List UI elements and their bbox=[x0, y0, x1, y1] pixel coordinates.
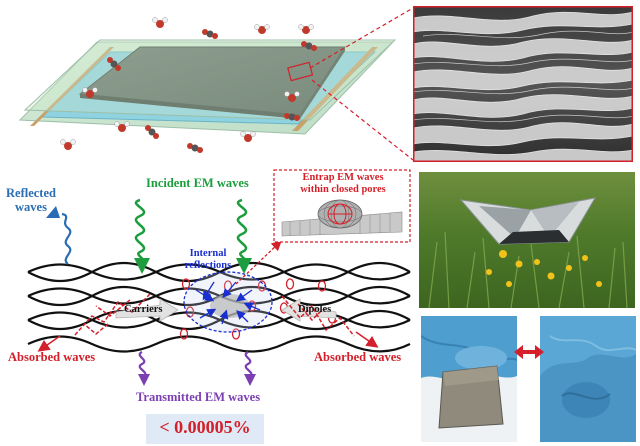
co2-molecule-icon bbox=[202, 29, 218, 39]
internal-reflections-label: Internal reflections bbox=[168, 248, 248, 272]
internal-reflection-arrows bbox=[195, 281, 261, 325]
co2-molecule-icon bbox=[187, 143, 203, 153]
absorbed-waves-left-label: Absorbed waves bbox=[8, 350, 96, 364]
water-molecule-icon bbox=[82, 87, 98, 98]
water-molecule-icon bbox=[298, 24, 314, 34]
water-molecule-icon bbox=[240, 131, 256, 142]
water-molecule-icon bbox=[60, 139, 76, 150]
absorbed-paths-left bbox=[73, 293, 151, 337]
incident-wave-right bbox=[236, 198, 248, 263]
top-plate bbox=[23, 39, 397, 121]
reflected-wave bbox=[61, 212, 72, 265]
crumpled-film-photo bbox=[540, 316, 636, 442]
mesh-pore-illustration bbox=[281, 199, 403, 237]
absorbed-paths-right bbox=[281, 295, 355, 337]
percentage-value: < 0.00005% bbox=[159, 417, 251, 437]
carriers-label: Carriers bbox=[124, 304, 163, 315]
internal-line-2: reflections bbox=[184, 260, 232, 271]
device-3d-illustration bbox=[18, 17, 397, 153]
carriers-arrow bbox=[115, 298, 179, 322]
red-double-arrow-icon bbox=[514, 345, 544, 359]
reflected-line-1: Reflected bbox=[6, 186, 56, 200]
water-molecule-icon bbox=[254, 24, 270, 34]
entrap-line-1: Entrap EM waves bbox=[302, 172, 384, 183]
entrap-label: Entrap EM waves within closed pores bbox=[283, 172, 403, 196]
percentage-box bbox=[146, 414, 264, 444]
dipoles-label: Dipoles bbox=[298, 304, 332, 315]
zoom-box bbox=[287, 61, 314, 82]
boat-on-grass-photo bbox=[419, 172, 635, 308]
folded-film-photo bbox=[421, 316, 517, 442]
sem-image bbox=[413, 6, 633, 162]
incident-em-waves-label: Incident EM waves bbox=[146, 176, 249, 190]
transmitted-wave-left bbox=[138, 351, 147, 377]
reflected-line-2: waves bbox=[15, 200, 47, 214]
transmitted-wave-right bbox=[244, 351, 253, 377]
reflected-waves-label: Reflected waves bbox=[6, 186, 56, 214]
water-molecule-icon bbox=[284, 91, 300, 102]
absorbed-waves-right-label: Absorbed waves bbox=[314, 350, 402, 364]
co2-molecule-icon bbox=[107, 57, 121, 71]
transmitted-em-waves-label: Transmitted EM waves bbox=[136, 390, 261, 404]
internal-line-1: Internal bbox=[189, 248, 227, 259]
dipoles-arrow bbox=[281, 298, 337, 322]
co2-molecule-icon bbox=[284, 113, 300, 121]
water-molecule-icon bbox=[114, 121, 130, 132]
co2-molecule-icon bbox=[301, 41, 317, 51]
entrap-line-2: within closed pores bbox=[300, 184, 386, 195]
incident-wave-left bbox=[134, 198, 146, 263]
water-molecule-icon bbox=[152, 17, 168, 28]
foam-structure-diagram bbox=[27, 169, 411, 444]
co2-molecule-icon bbox=[145, 125, 159, 139]
